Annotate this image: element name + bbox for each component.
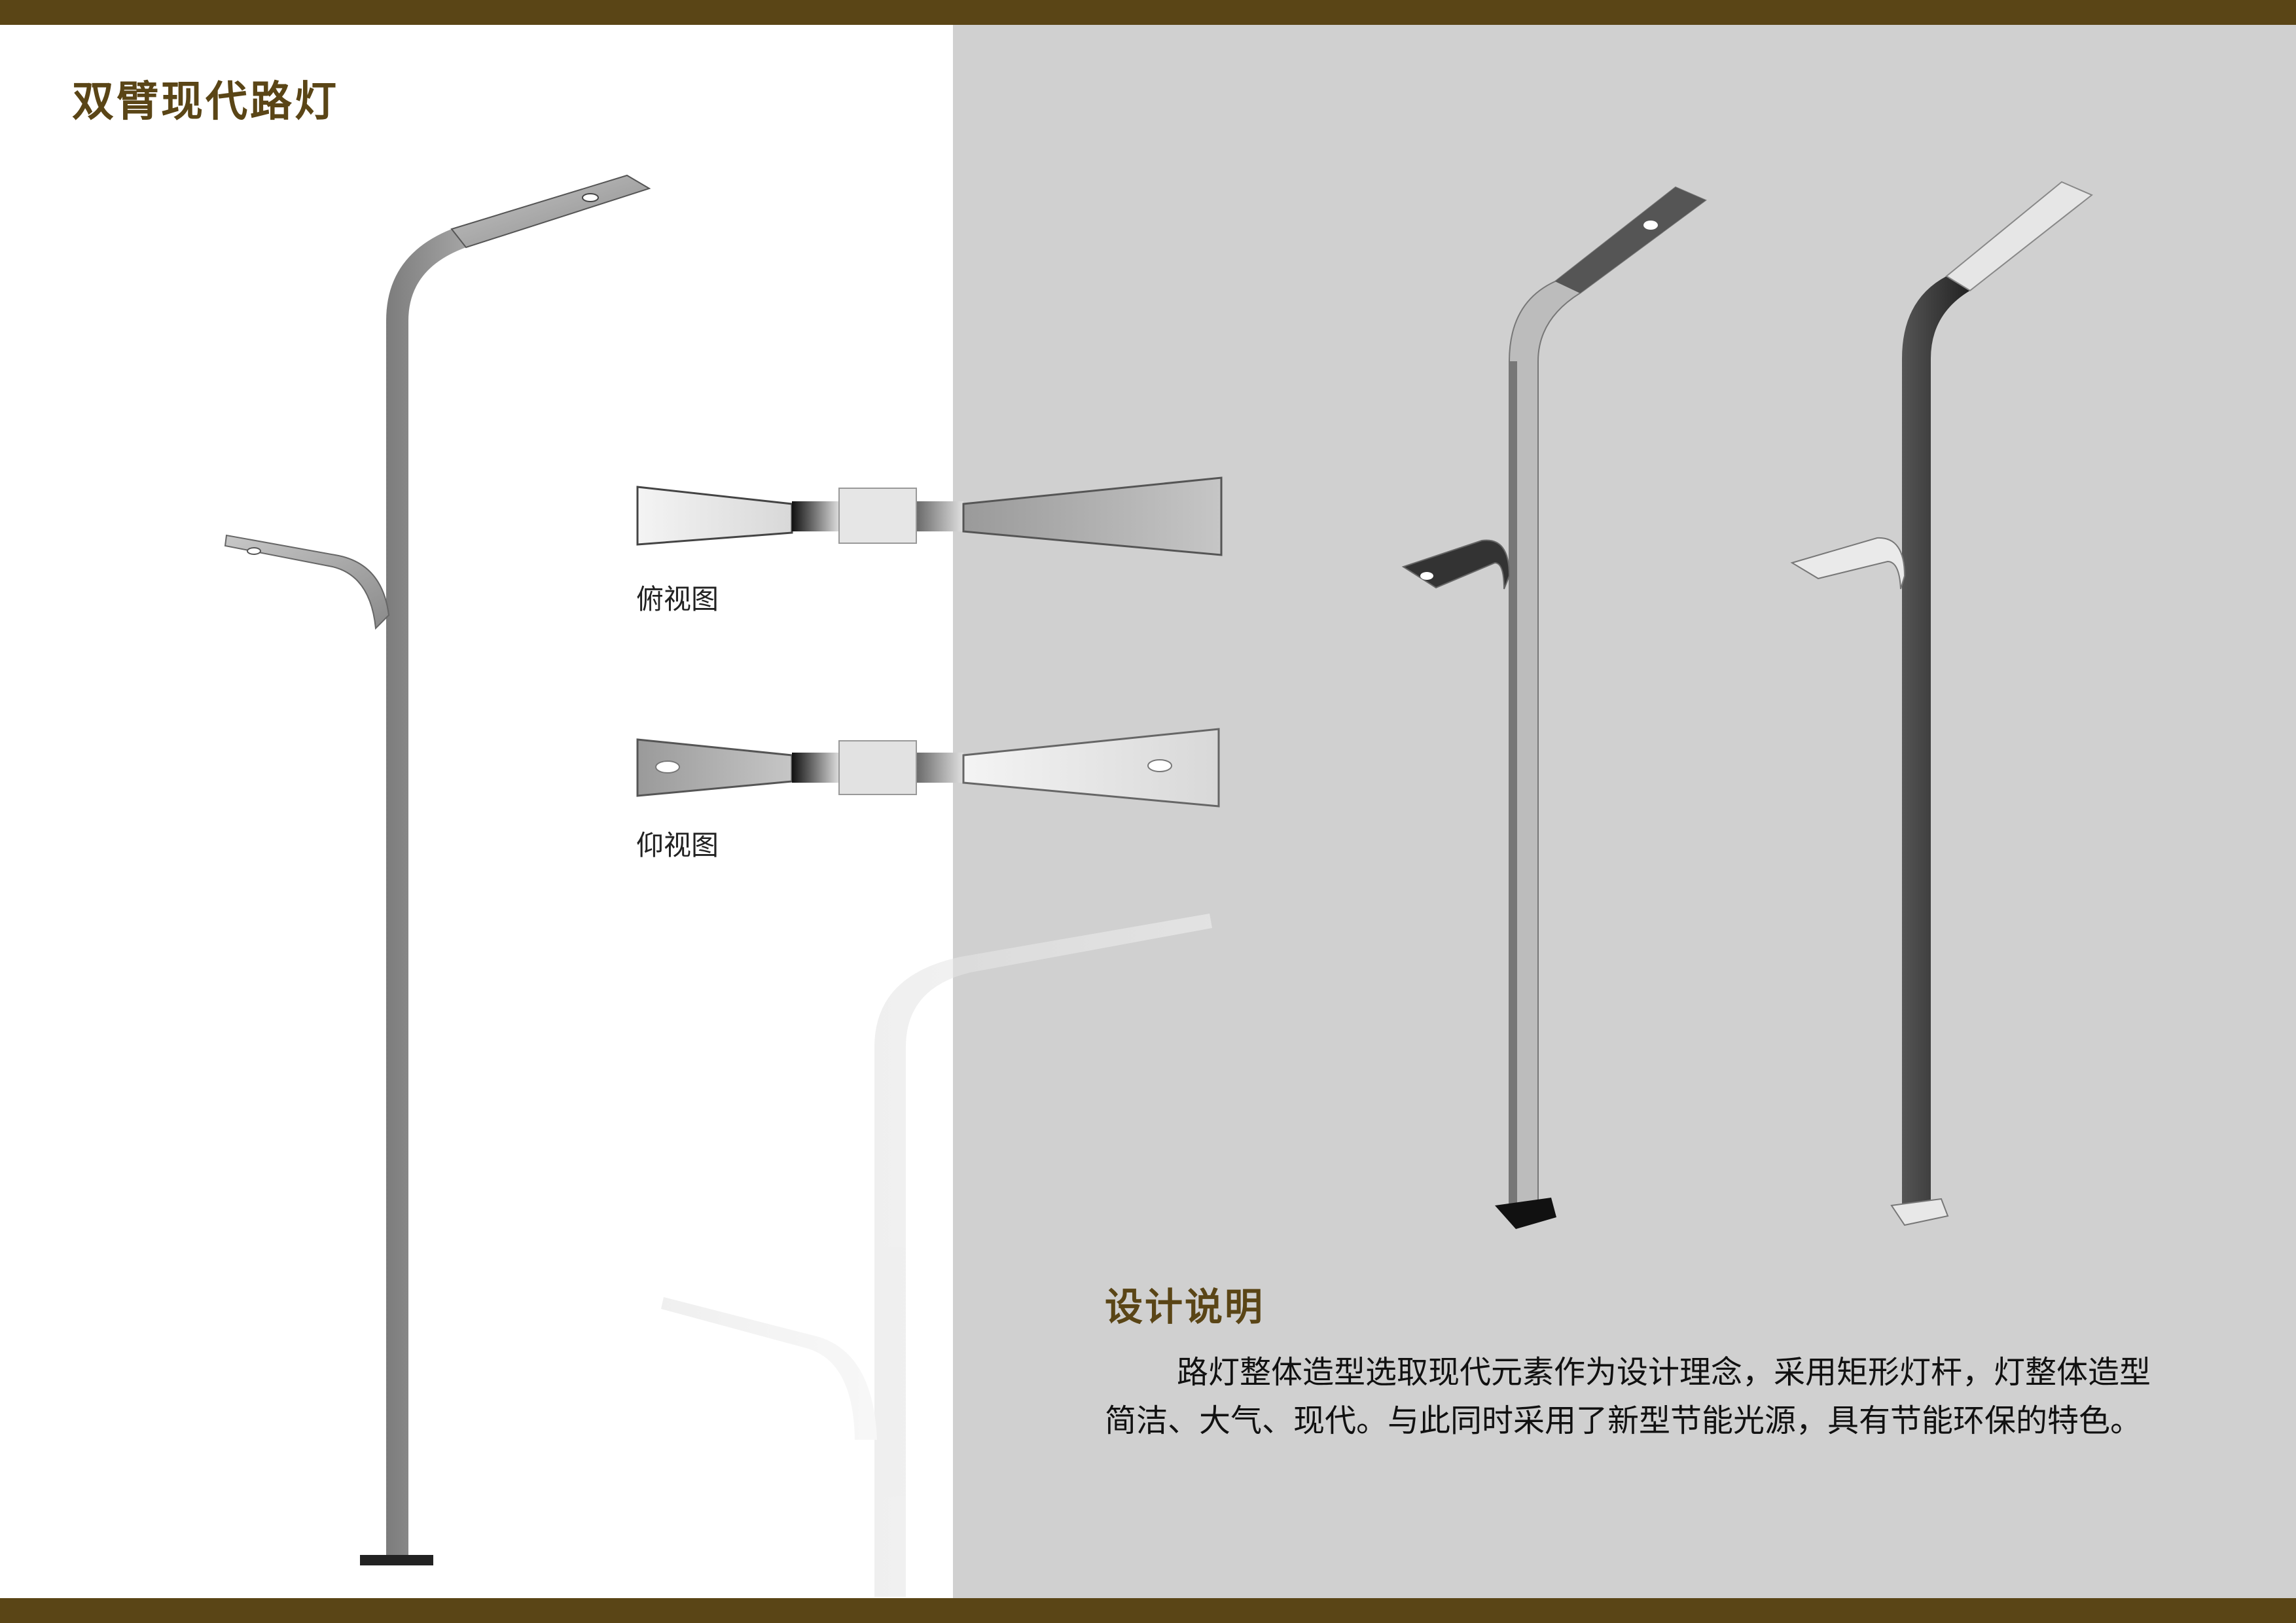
bottom-view-label: 仰视图 (636, 829, 719, 861)
main-lamp-pole (386, 175, 649, 1558)
main-lamp-base-plate (360, 1555, 433, 1565)
ghost-lamp-illustration (661, 914, 1212, 1597)
top-view-left-wing (636, 486, 793, 546)
silver-lamp-lower-arm (1401, 539, 1511, 590)
bottom-border-band (0, 1598, 2296, 1623)
silver-lamp-lower-light (1420, 572, 1433, 580)
ghost-lamp-pole (874, 914, 1212, 1597)
dark-lamp-pole (1902, 182, 2092, 1209)
description-body: 路灯整体造型选取现代元素作为设计理念，采用矩形灯杆，灯整体造型简洁、大气、现代。… (1105, 1354, 2151, 1439)
silver-lamp-upper-light (1643, 221, 1658, 230)
bottom-view-left-light (655, 760, 680, 774)
top-view-drawing (636, 476, 1223, 556)
bottom-view-right-wing (962, 728, 1220, 808)
bottom-view-hub (838, 740, 917, 795)
description-heading: 设计说明 (1105, 1285, 1265, 1329)
top-border-band (0, 0, 2296, 25)
top-view-hub (838, 488, 917, 544)
silver-lamp-pole (1509, 186, 1707, 1213)
page-title: 双臂现代路灯 (72, 77, 339, 126)
main-lamp-lower-light (247, 547, 261, 555)
silver-lamp-upper-arm (1555, 187, 1706, 293)
bottom-view-drawing (636, 728, 1220, 808)
gray-background-panel (953, 25, 2296, 1598)
main-lamp-upper-arm (450, 174, 651, 249)
top-view-label: 俯视图 (636, 583, 719, 615)
ghost-lamp-lower-arm (661, 1297, 877, 1440)
silver-lamp-pole-edge (1509, 361, 1517, 1212)
silver-lamp-base-plate (1495, 1198, 1556, 1229)
silver-lamp-illustration (1401, 186, 1707, 1229)
dark-lamp-upper-arm (1945, 181, 2093, 292)
dark-lamp-illustration (1790, 181, 2093, 1226)
bottom-view-right-light (1147, 759, 1172, 772)
main-lamp-upper-light (582, 193, 599, 202)
dark-lamp-base-plate (1890, 1198, 1949, 1226)
dark-lamp-lower-arm (1790, 537, 1906, 590)
top-view-right-wing (962, 476, 1223, 556)
main-lamp-illustration (224, 174, 651, 1565)
main-lamp-lower-arm (224, 534, 390, 630)
